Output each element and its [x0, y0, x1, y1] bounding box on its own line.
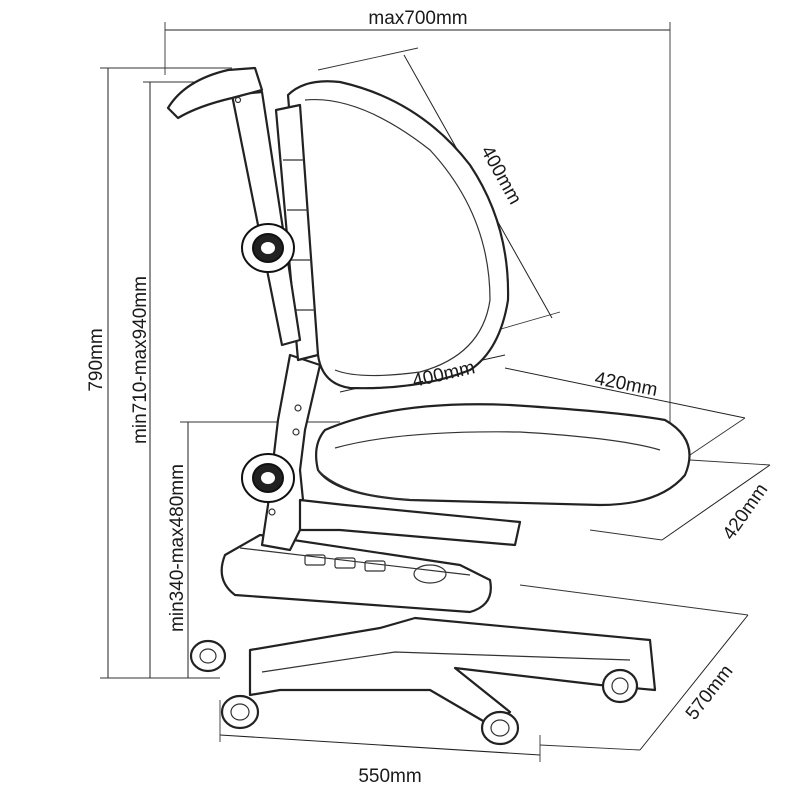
- footrest-slot-1: [304, 554, 326, 566]
- frame-hole-1: [294, 404, 302, 412]
- footrest-knob: [413, 564, 447, 584]
- backrest: [274, 80, 510, 390]
- dim-ext-seat-depth-a: [689, 459, 771, 466]
- caster-front-middle: [480, 710, 520, 746]
- seat: [315, 403, 691, 507]
- base-star: [248, 616, 657, 727]
- dim-ext-seat-width: [689, 417, 746, 456]
- dim-ext-seat-depth-b: [589, 529, 663, 541]
- caster-right: [601, 668, 639, 704]
- adjustment-knob-upper: [241, 223, 295, 273]
- seat-support-bar: [298, 498, 522, 547]
- frame-hole-3: [268, 508, 276, 516]
- footrest: [220, 533, 492, 614]
- seat-seam: [334, 431, 661, 451]
- label-base-depth: 570mm: [682, 661, 738, 724]
- label-seat-depth: 420mm: [719, 480, 773, 544]
- dim-line-base-width: [219, 734, 541, 756]
- caster-back-left: [189, 639, 227, 673]
- label-seat-width: 420mm: [593, 368, 659, 401]
- dim-ext-base-a: [519, 584, 749, 616]
- label-seat-height: min340-max480mm: [167, 464, 188, 632]
- dim-line-seat-depth: [661, 464, 771, 541]
- dim-ext-base-corner: [539, 744, 641, 751]
- seat-front-edge: [317, 469, 421, 501]
- label-total-height: 790mm: [86, 328, 107, 391]
- base-inner-line: [261, 651, 631, 673]
- backrest-inner-edge: [304, 98, 491, 377]
- chair: [166, 66, 691, 746]
- caster-front-left: [220, 694, 260, 730]
- dim-line-seat-width: [504, 367, 746, 419]
- footrest-slot-3: [364, 560, 386, 572]
- adjustment-knob-lower: [241, 453, 295, 503]
- frame-hole-2: [292, 428, 300, 436]
- label-overall-depth: max700mm: [368, 8, 467, 29]
- dim-ext-back-top: [317, 47, 419, 71]
- footrest-plate: [220, 533, 492, 614]
- chair-base: [189, 616, 657, 746]
- backrest-shell: [286, 80, 510, 390]
- label-backrest-top-height: min710-max940mm: [130, 276, 151, 444]
- footrest-slot-2: [334, 557, 356, 569]
- dim-line-base-depth: [639, 614, 749, 751]
- seat-cushion: [315, 403, 691, 507]
- label-base-width: 550mm: [358, 766, 421, 787]
- book-holder-hook: [166, 66, 264, 120]
- hook-screw: [234, 96, 242, 104]
